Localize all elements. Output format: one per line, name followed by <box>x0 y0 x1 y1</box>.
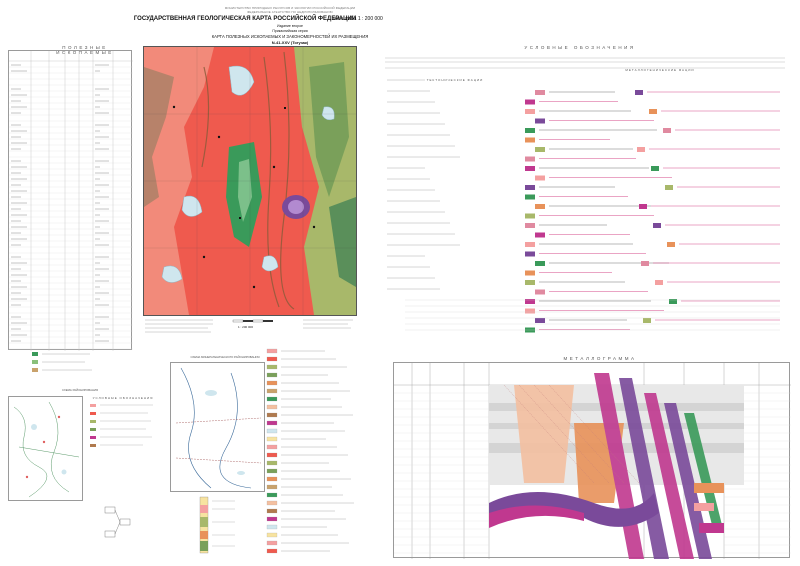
series-label: Прикаспийская серия <box>150 29 430 33</box>
metallogram-title: МЕТАЛЛОГРАММА <box>500 356 700 361</box>
middle-legend-column <box>265 345 360 555</box>
inset1-legend-title: УСЛОВНЫЕ ОБОЗНАЧЕНИЯ <box>88 396 158 400</box>
map-subtitle: КАРТА ПОЛЕЗНЫХ ИСКОПАЕМЫХ И ЗАКОНОМЕРНОС… <box>150 34 430 39</box>
map-footer: 1 : 200 000 <box>143 316 355 340</box>
legend-table-grid <box>9 51 133 351</box>
strat-column-small <box>190 495 240 555</box>
small-schema <box>100 505 150 545</box>
inset-map-2[interactable] <box>170 362 265 492</box>
right-legend-block <box>385 50 785 340</box>
left-extra-legend <box>30 350 130 380</box>
ministry-line-2: ФЕДЕРАЛЬНОЕ АГЕНТСТВО ПО НЕДРОПОЛЬЗОВАНИ… <box>150 10 430 14</box>
mineral-legend-table <box>8 50 132 350</box>
inset1-legend: УСЛОВНЫЕ ОБОЗНАЧЕНИЯ <box>88 396 158 506</box>
map-scale-title: масштаба 1 : 200 000 <box>318 16 398 22</box>
main-geological-map[interactable] <box>143 46 357 316</box>
edition-label: Издание второе <box>150 24 430 28</box>
sheet-number: N-41-XXV (Тогузак) <box>150 40 430 45</box>
scale-bar-label: 1 : 200 000 <box>238 325 253 329</box>
inset-map-1[interactable] <box>8 396 83 501</box>
metallogram-diagram[interactable] <box>393 362 790 558</box>
